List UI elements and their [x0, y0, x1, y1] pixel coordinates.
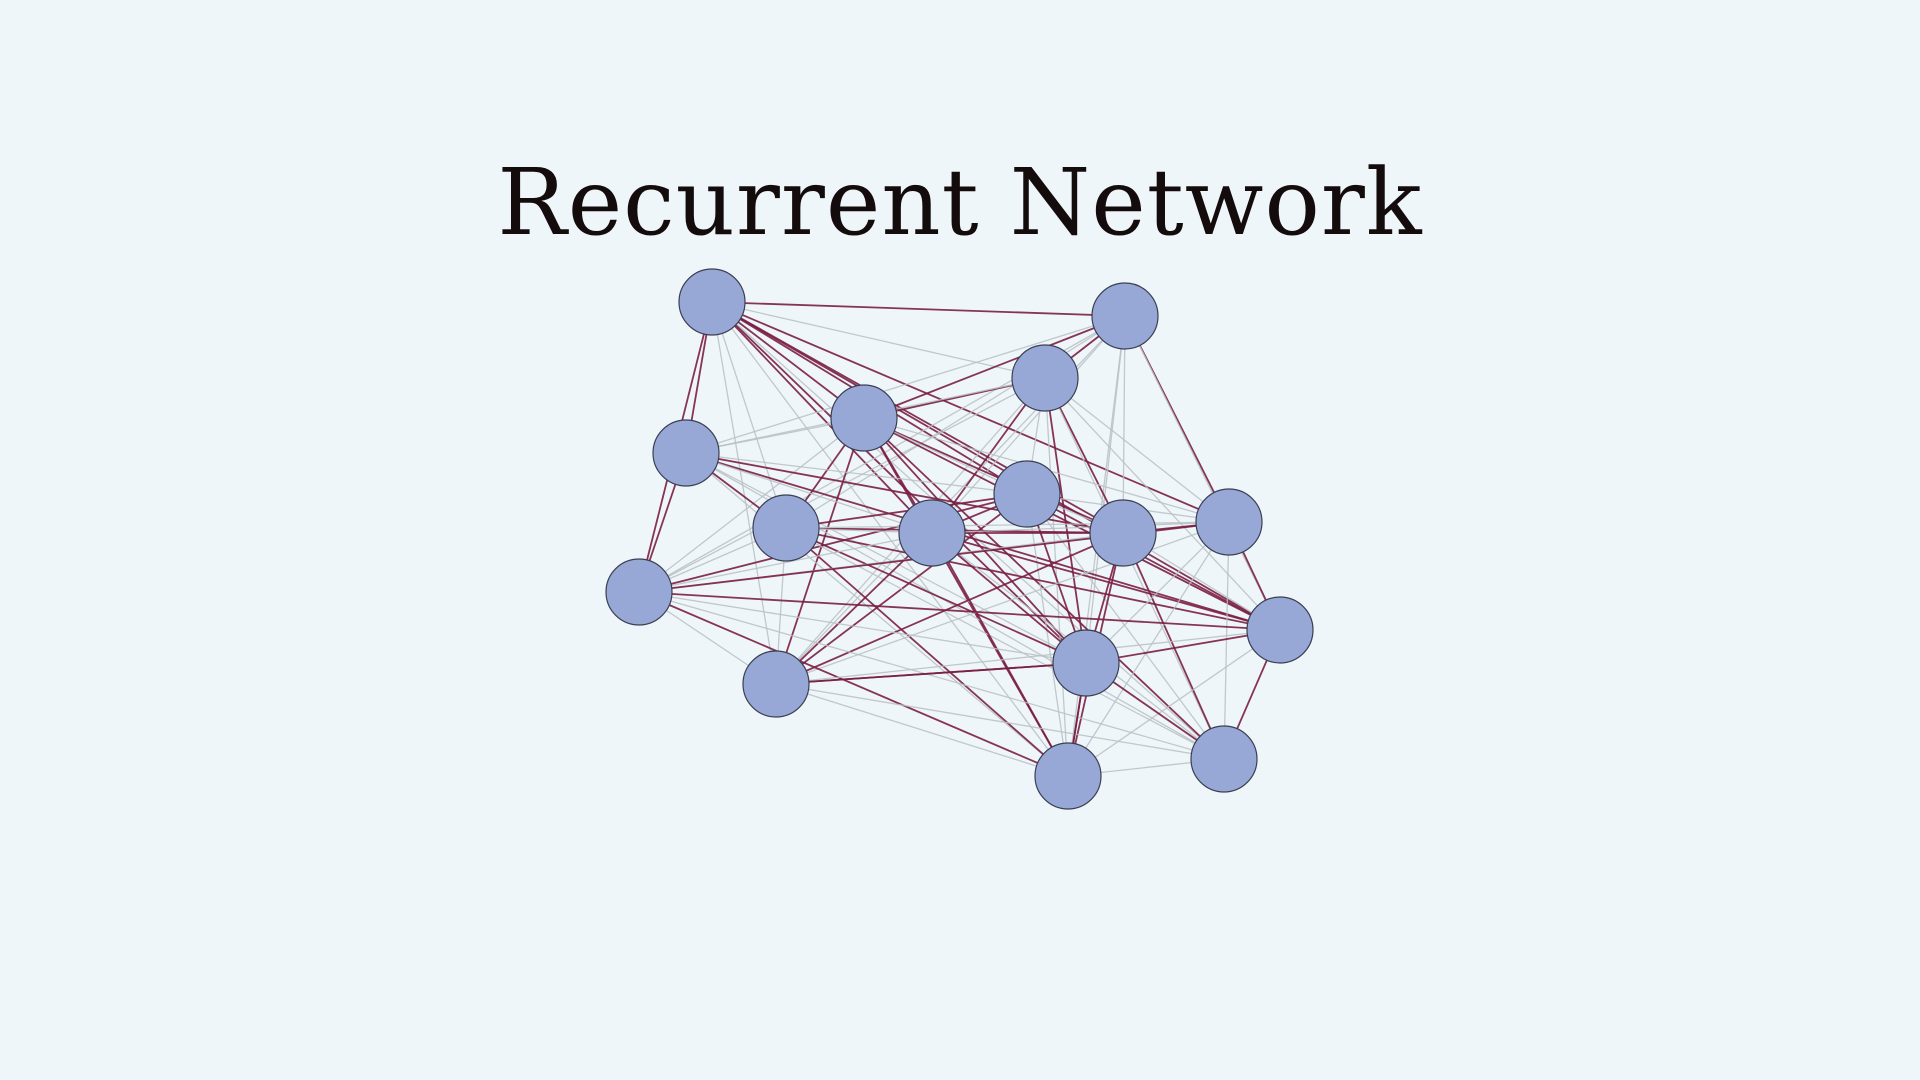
edge-n0-n7 [711, 301, 933, 534]
edge-n1-n3 [863, 315, 1126, 419]
edge-n6-n11 [785, 527, 1281, 631]
node-n5 [993, 460, 1061, 528]
edge-n5-n6 [785, 493, 1028, 529]
edge-n3-n10 [638, 417, 865, 593]
edge-n9-n13 [775, 521, 1230, 685]
edge-n7-n13 [775, 532, 933, 685]
edge-n11-n14 [1067, 629, 1281, 777]
edge-n10-n11 [638, 591, 1281, 631]
node-n7 [898, 499, 966, 567]
edge-n2-n11 [1044, 377, 1281, 631]
edge-n10-n12 [638, 591, 1087, 664]
edge-n4-n12 [685, 452, 1087, 664]
node-n4 [652, 419, 720, 487]
node-n6 [752, 494, 820, 562]
node-n15 [1190, 725, 1258, 793]
node-n0 [678, 268, 746, 336]
edge-n3-n12 [863, 417, 1087, 664]
edge-n9-n15 [1223, 521, 1230, 760]
node-n3 [830, 384, 898, 452]
node-n14 [1034, 742, 1102, 810]
edge-n6-n9 [785, 521, 1230, 529]
node-n9 [1195, 488, 1263, 556]
edge-n4-n5 [685, 452, 1028, 495]
edge-n1-n7 [931, 315, 1126, 534]
edge-n7-n9 [931, 521, 1230, 534]
node-n1 [1091, 282, 1159, 350]
nodes-layer [605, 268, 1314, 810]
edge-n9-n14 [1067, 521, 1230, 777]
edge-n13-n15 [775, 683, 1225, 760]
edge-n1-n4 [685, 315, 1126, 454]
edge-n0-n13 [711, 301, 777, 685]
edge-n4-n7 [685, 452, 933, 534]
edge-n6-n12 [785, 527, 1087, 664]
edge-n1-n12 [1085, 315, 1126, 664]
edge-n7-n10 [638, 532, 933, 593]
edge-n7-n14 [931, 532, 1069, 777]
edge-n2-n15 [1044, 377, 1225, 760]
edge-n10-n15 [638, 591, 1225, 760]
edge-n13-n14 [775, 683, 1069, 777]
node-n12 [1052, 629, 1120, 697]
edge-n4-n11 [685, 452, 1281, 631]
diagram-title: Recurrent Network [497, 149, 1423, 256]
edge-n8-n13 [775, 532, 1124, 685]
edge-n0-n2 [711, 301, 1046, 379]
node-n2 [1011, 344, 1079, 412]
edge-n13-n12 [775, 662, 1087, 685]
node-n8 [1089, 499, 1157, 567]
node-n10 [605, 558, 673, 626]
edge-n1-n8 [1122, 315, 1126, 534]
edge-n4-n8 [685, 452, 1124, 534]
edge-n10-n14 [638, 591, 1069, 777]
node-n11 [1246, 596, 1314, 664]
edge-n0-n6 [711, 301, 787, 529]
edge-n0-n12 [711, 301, 1087, 664]
edge-n1-n6 [785, 315, 1126, 529]
edge-n8-n15 [1122, 532, 1225, 760]
edge-n0-n11 [711, 301, 1281, 631]
edge-n1-n11 [1124, 315, 1281, 631]
edge-n5-n10 [638, 493, 1028, 593]
node-n13 [742, 650, 810, 718]
edge-n0-n1 [711, 301, 1126, 317]
edge-n2-n9 [1044, 377, 1230, 523]
edge-n5-n15 [1026, 493, 1225, 760]
edge-n11-n13 [775, 629, 1281, 685]
edge-n5-n11 [1026, 493, 1281, 631]
edge-n3-n8 [863, 417, 1124, 534]
edge-n5-n14 [1026, 493, 1069, 777]
edge-n3-n13 [775, 417, 865, 685]
